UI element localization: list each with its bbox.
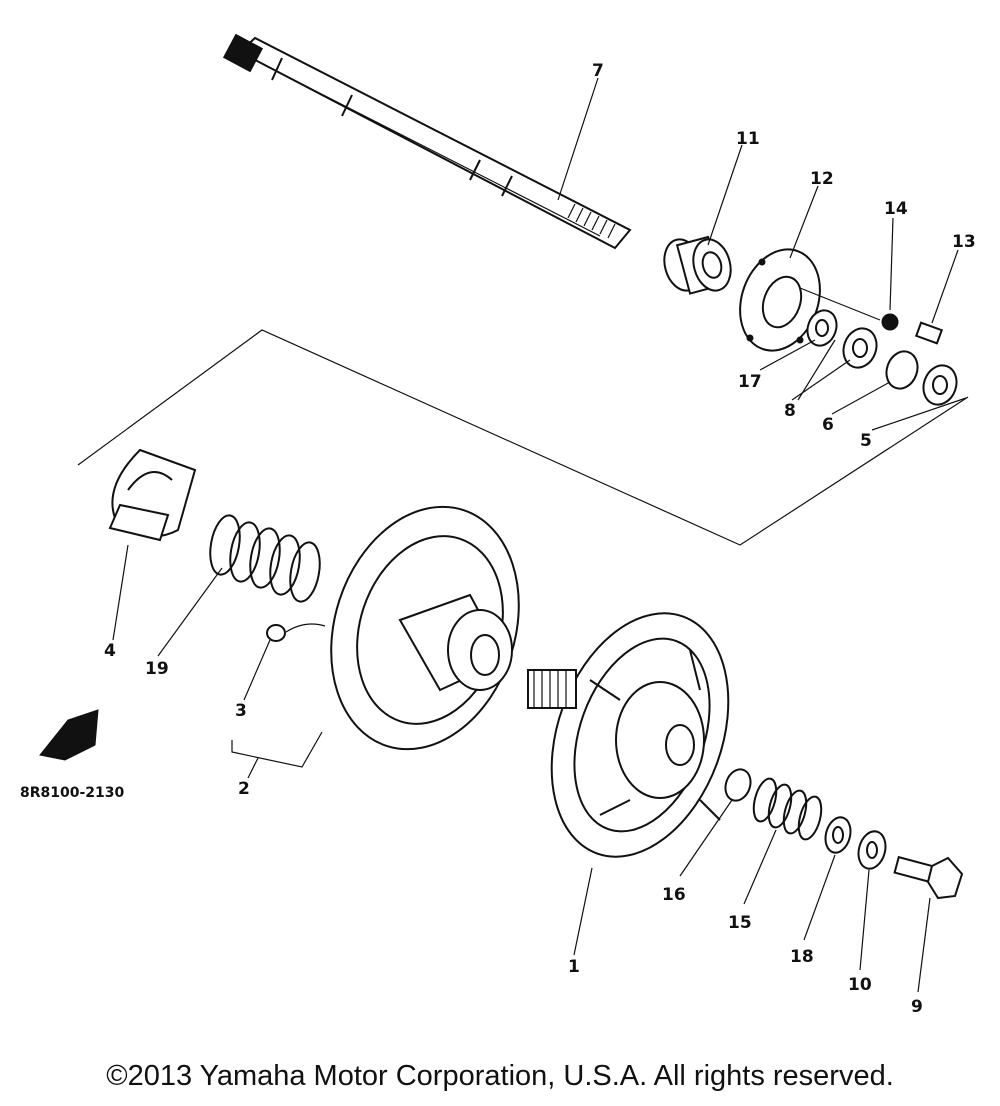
plate-part[interactable]: [727, 238, 834, 362]
part-label-2: 2: [238, 779, 250, 799]
washer-10-part[interactable]: [855, 828, 890, 871]
part-2-bracket-line: [231, 731, 323, 768]
part-label-19: 19: [145, 659, 169, 679]
part-code-label: 8R8100-2130: [20, 785, 125, 801]
spring-15-part[interactable]: [750, 776, 826, 842]
part-label-18: 18: [790, 947, 814, 967]
part-label-15: 15: [728, 913, 752, 933]
bushing-8-part[interactable]: [838, 324, 882, 373]
nut-3-part[interactable]: [266, 624, 286, 642]
spring-part[interactable]: [206, 513, 324, 604]
part-code-arrow-icon: [39, 709, 99, 761]
guide-line: [799, 287, 881, 321]
part-label-10: 10: [848, 975, 872, 995]
part-label-17: 17: [738, 372, 762, 392]
sliding-sheave-part[interactable]: [520, 589, 760, 882]
washer-17-hole: [815, 319, 829, 337]
part-label-16: 16: [662, 885, 686, 905]
cam-part[interactable]: [108, 448, 197, 542]
collar-16-part[interactable]: [721, 766, 754, 804]
shaft-spline: [567, 203, 616, 239]
part-label-6: 6: [822, 415, 834, 435]
washer-17-part[interactable]: [803, 306, 842, 349]
fixed-sheave-part[interactable]: [301, 482, 549, 773]
leader-lines: [112, 77, 967, 993]
part-label-3: 3: [235, 701, 247, 721]
washer-18-part[interactable]: [822, 815, 854, 856]
part-label-11: 11: [736, 129, 760, 149]
part-label-13: 13: [952, 232, 976, 252]
part-label-5: 5: [860, 431, 872, 451]
hub-spline: [527, 669, 577, 709]
part-label-1: 1: [568, 957, 580, 977]
ball-14-part[interactable]: [881, 313, 899, 331]
part-label-4: 4: [104, 641, 116, 661]
exploded-parts-diagram: 7 11 12 14 13 17 8 6 5 4 19 3 2 1 16 15 …: [20, 33, 976, 1017]
part-label-9: 9: [911, 997, 923, 1017]
assembly-bracket-line: [77, 329, 969, 546]
guide-line: [285, 623, 326, 633]
part-label-8: 8: [784, 401, 796, 421]
bushing-part[interactable]: [659, 235, 736, 295]
collar-6-part[interactable]: [881, 347, 922, 393]
part-label-7: 7: [592, 61, 604, 81]
part-label-12: 12: [810, 169, 834, 189]
part-label-14: 14: [884, 199, 908, 219]
copyright-text: ©2013 Yamaha Motor Corporation, U.S.A. A…: [106, 1060, 894, 1092]
screw-13-part[interactable]: [914, 321, 944, 345]
bolt-9-part[interactable]: [893, 855, 964, 900]
washer-5-part[interactable]: [918, 361, 962, 410]
shaft-part[interactable]: [222, 33, 632, 250]
